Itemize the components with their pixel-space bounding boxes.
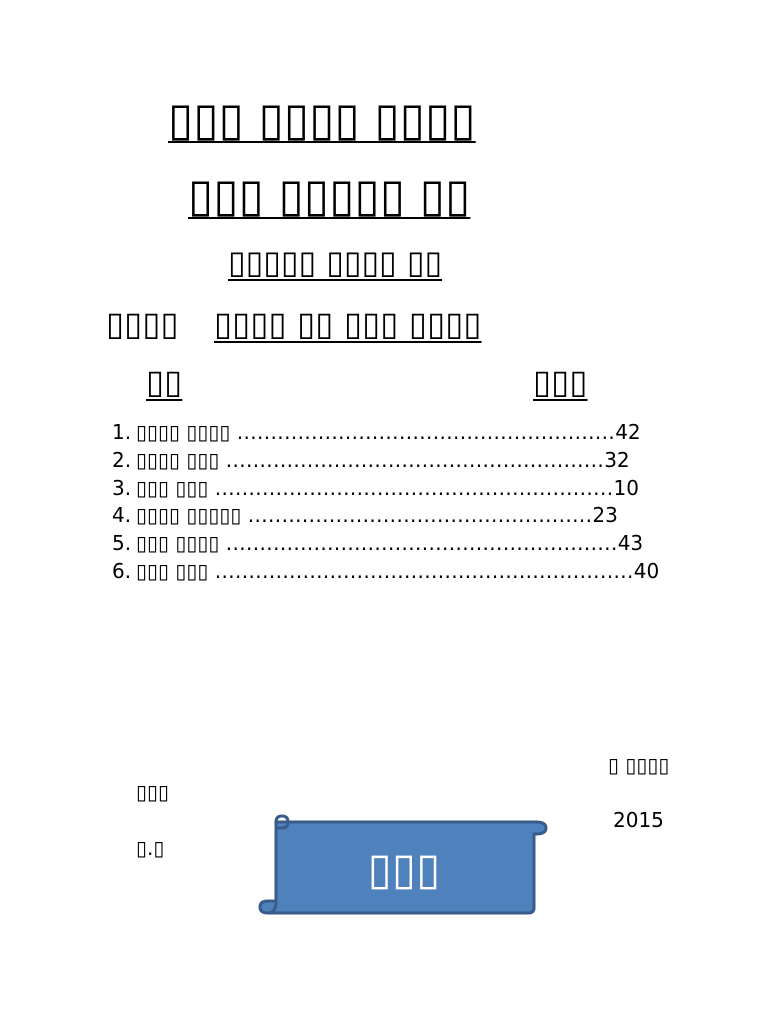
- toc-item-leader: ........................................…: [225, 531, 618, 556]
- toc-item-number: 6.: [112, 558, 132, 583]
- toc-item-number: 5.: [112, 531, 132, 556]
- column-heading-left: ▯▯: [146, 362, 183, 401]
- title-line-1: ▯▯▯ ▯▯▯▯ ▯▯▯▯: [168, 92, 476, 146]
- subject-label: ▯▯▯▯: [106, 304, 179, 343]
- toc-item-number: 2.: [112, 447, 132, 472]
- column-heading-right: ▯▯▯: [533, 362, 588, 401]
- title-line-3: ▯▯▯▯▯ ▯▯▯▯ ▯▯: [228, 243, 443, 281]
- toc-item-label: ▯▯▯▯ ▯▯▯▯▯: [136, 503, 242, 528]
- footer-right-top: ▯ ▯▯▯▯: [608, 753, 670, 777]
- toc-item-page: 43: [617, 531, 644, 556]
- toc-item-label: ▯▯▯▯ ▯▯▯: [136, 447, 220, 472]
- toc-item-leader: ........................................…: [214, 558, 634, 583]
- toc-item-label: ▯▯▯ ▯▯▯: [136, 558, 209, 583]
- footer-left-top: ▯▯▯: [136, 780, 170, 804]
- scroll-body: [258, 820, 548, 915]
- toc-item-number: 3.: [112, 475, 132, 500]
- toc-item: 5. ▯▯▯ ▯▯▯▯ ............................…: [112, 530, 659, 558]
- subject-value: ▯▯▯▯ ▯▯ ▯▯▯ ▯▯▯▯: [214, 304, 482, 343]
- toc-item-page: 23: [592, 503, 618, 528]
- toc-item-number: 1.: [112, 420, 132, 444]
- scroll-curl-bottom: [267, 900, 278, 915]
- toc-item: 3. ▯▯▯ ▯▯▯ .............................…: [112, 475, 659, 503]
- toc-item: 1. ▯▯▯▯ ▯▯▯▯ ...........................…: [112, 419, 659, 447]
- toc-item: 6. ▯▯▯ ▯▯▯ .............................…: [112, 558, 659, 586]
- scroll-banner-shape: [258, 814, 548, 915]
- footer-year: 2015: [613, 808, 664, 832]
- scroll-curl-top: [274, 814, 290, 830]
- toc-item-label: ▯▯▯▯ ▯▯▯▯: [136, 420, 231, 444]
- toc-item-leader: ........................................…: [225, 447, 605, 472]
- scroll-banner-label: ▯▯▯: [367, 843, 441, 895]
- toc-item-page: 42: [615, 420, 641, 444]
- toc-item: 2. ▯▯▯▯ ▯▯▯ ............................…: [112, 447, 659, 475]
- toc-item-page: 10: [613, 475, 639, 500]
- toc-item-page: 32: [604, 447, 630, 472]
- toc-item-page: 40: [633, 558, 660, 583]
- toc-item-leader: ........................................…: [214, 475, 614, 500]
- footer-left-bottom: ▯.▯: [136, 836, 165, 860]
- toc-item-number: 4.: [112, 503, 132, 528]
- toc-item-leader: ........................................…: [247, 503, 593, 528]
- toc-item-label: ▯▯▯ ▯▯▯: [136, 475, 209, 500]
- toc-item-leader: ........................................…: [236, 420, 616, 444]
- toc-item: 4. ▯▯▯▯ ▯▯▯▯▯ ..........................…: [112, 502, 659, 530]
- toc-item-label: ▯▯▯ ▯▯▯▯: [136, 531, 220, 556]
- title-line-2: ▯▯▯ ▯▯▯▯▯ ▯▯: [188, 168, 471, 222]
- toc-list: 1. ▯▯▯▯ ▯▯▯▯ ...........................…: [112, 419, 659, 586]
